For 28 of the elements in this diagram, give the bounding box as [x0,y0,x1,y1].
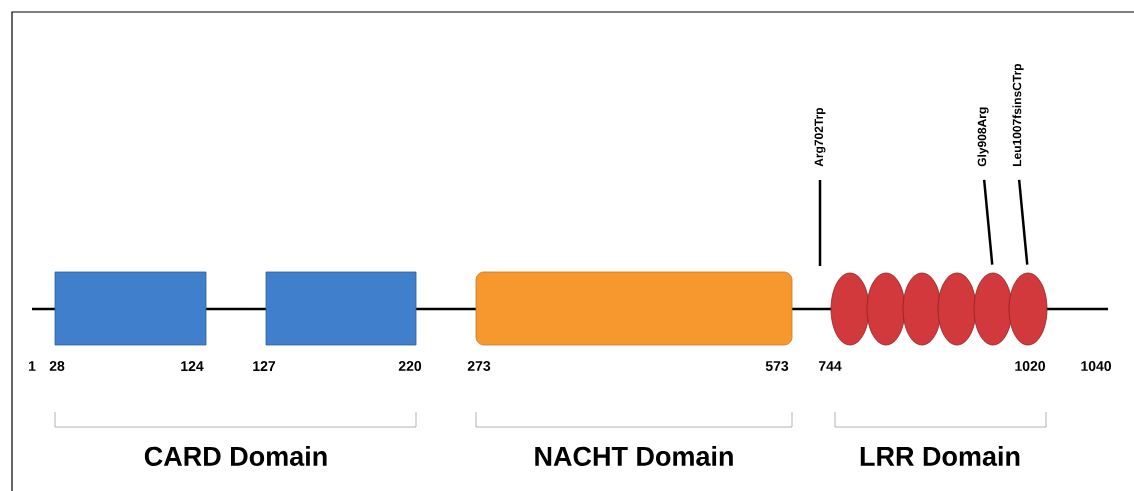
position-number: 127 [253,361,276,371]
repeat-ellipse [902,272,942,346]
repeat-ellipse [973,272,1013,346]
position-number: 124 [181,361,204,371]
domain-box [54,271,207,346]
domain-label: LRR Domain [860,446,1020,466]
position-number: 220 [398,361,422,371]
repeat-ellipse [1008,272,1048,346]
domain-label: CARD Domain [144,446,327,466]
mutation-label: Leu1007fsinsCTrp [1012,63,1024,166]
repeat-ellipse [937,272,977,346]
position-number: 1040 [1081,361,1111,371]
mutation-label: Gly908Arg [977,107,989,167]
position-number: 1020 [1015,361,1045,371]
position-number: 573 [765,361,789,371]
position-number: 1 [29,361,36,371]
position-number: 28 [49,361,65,371]
repeat-ellipse [866,272,906,346]
position-number: 273 [467,361,491,371]
position-number: 744 [818,361,842,371]
leader-line [982,179,994,265]
domain-label: NACHT Domain [535,446,733,466]
leader-line [818,180,822,266]
domain-box [475,271,793,346]
mutation-label: Arg702Trp [814,107,826,167]
leader-line [1017,179,1029,265]
domain-box [265,271,417,346]
repeat-ellipse [830,272,870,346]
